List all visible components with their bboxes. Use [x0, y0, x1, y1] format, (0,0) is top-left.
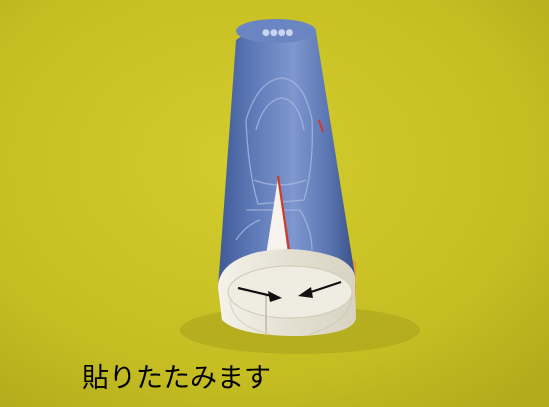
caption-text: 貼りたたみます — [82, 363, 271, 394]
svg-text:●●●●: ●●●● — [262, 28, 294, 38]
